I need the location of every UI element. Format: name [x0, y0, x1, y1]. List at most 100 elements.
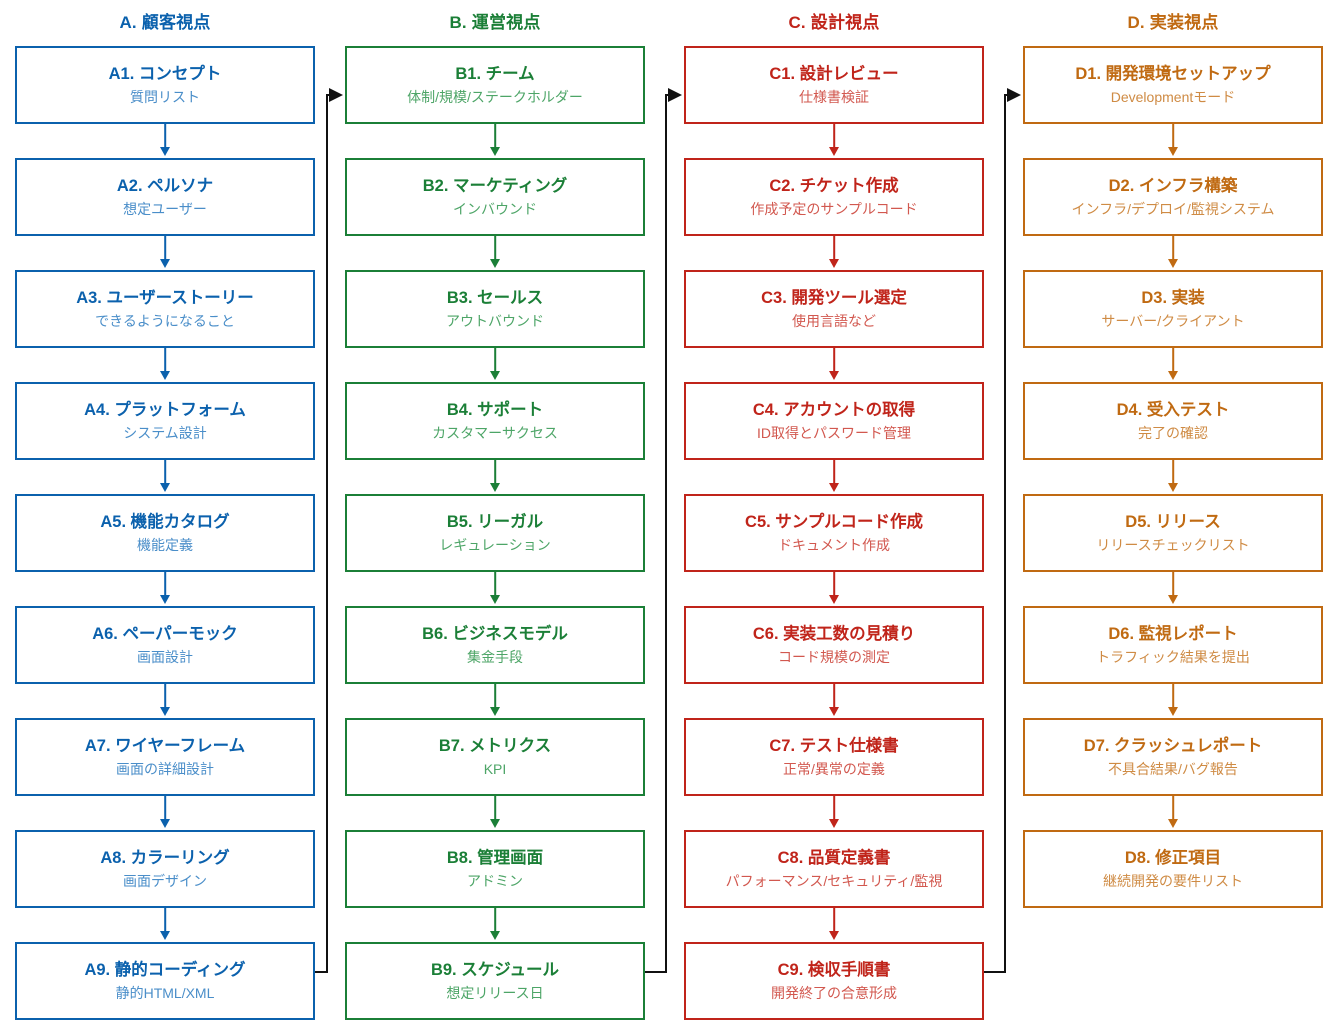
node-subtitle: リリースチェックリスト	[1096, 536, 1250, 553]
process-node-c8[interactable]: C8. 品質定義書パフォーマンス/セキュリティ/監視	[684, 830, 984, 908]
process-node-b1[interactable]: B1. チーム体制/規模/ステークホルダー	[345, 46, 645, 124]
arrow-down-icon	[1023, 684, 1323, 718]
process-node-d6[interactable]: D6. 監視レポートトラフィック結果を提出	[1023, 606, 1323, 684]
arrow-head	[490, 819, 500, 828]
process-node-a6[interactable]: A6. ペーパーモック画面設計	[15, 606, 315, 684]
arrow-shaft	[1172, 796, 1174, 821]
arrow-down-icon	[15, 572, 315, 606]
arrow-down-icon	[345, 572, 645, 606]
process-node-a2[interactable]: A2. ペルソナ想定ユーザー	[15, 158, 315, 236]
process-node-a7[interactable]: A7. ワイヤーフレーム画面の詳細設計	[15, 718, 315, 796]
node-subtitle: KPI	[483, 760, 507, 777]
arrow-down-icon	[1023, 572, 1323, 606]
node-title: D4. 受入テスト	[1116, 401, 1230, 420]
node-subtitle: 体制/規模/ステークホルダー	[407, 88, 583, 105]
process-node-d5[interactable]: D5. リリースリリースチェックリスト	[1023, 494, 1323, 572]
process-node-c3[interactable]: C3. 開発ツール選定使用言語など	[684, 270, 984, 348]
arrow-down-icon	[684, 572, 984, 606]
process-node-b3[interactable]: B3. セールスアウトバウンド	[345, 270, 645, 348]
arrow-head	[490, 595, 500, 604]
node-subtitle: インバウンド	[453, 200, 537, 217]
node-subtitle: カスタマーサクセス	[432, 424, 558, 441]
node-title: A6. ペーパーモック	[92, 625, 238, 644]
node-title: C9. 検収手順書	[777, 961, 891, 980]
node-title: C1. 設計レビュー	[769, 65, 899, 84]
process-node-b8[interactable]: B8. 管理画面アドミン	[345, 830, 645, 908]
process-node-c2[interactable]: C2. チケット作成作成予定のサンプルコード	[684, 158, 984, 236]
arrow-down-icon	[1023, 460, 1323, 494]
node-subtitle: ID取得とパスワード管理	[757, 424, 911, 441]
node-subtitle: インフラ/デプロイ/監視システム	[1071, 200, 1275, 217]
process-node-d4[interactable]: D4. 受入テスト完了の確認	[1023, 382, 1323, 460]
arrow-shaft	[164, 348, 166, 373]
process-node-c7[interactable]: C7. テスト仕様書正常/異常の定義	[684, 718, 984, 796]
node-subtitle: 使用言語など	[792, 312, 876, 329]
process-node-d2[interactable]: D2. インフラ構築インフラ/デプロイ/監視システム	[1023, 158, 1323, 236]
node-title: A7. ワイヤーフレーム	[84, 737, 246, 756]
node-subtitle: 想定ユーザー	[123, 200, 207, 217]
process-node-a1[interactable]: A1. コンセプト質問リスト	[15, 46, 315, 124]
process-node-b9[interactable]: B9. スケジュール想定リリース日	[345, 942, 645, 1020]
process-node-b4[interactable]: B4. サポートカスタマーサクセス	[345, 382, 645, 460]
node-subtitle: 仕様書検証	[799, 88, 869, 105]
node-title: C8. 品質定義書	[777, 849, 891, 868]
arrow-shaft	[164, 236, 166, 261]
process-node-a8[interactable]: A8. カラーリング画面デザイン	[15, 830, 315, 908]
node-title: A1. コンセプト	[108, 65, 222, 84]
process-node-b6[interactable]: B6. ビジネスモデル集金手段	[345, 606, 645, 684]
arrow-head	[160, 259, 170, 268]
node-title: D5. リリース	[1125, 513, 1221, 532]
arrow-shaft	[833, 908, 835, 933]
arrow-shaft	[494, 236, 496, 261]
node-title: A8. カラーリング	[100, 849, 230, 868]
arrow-down-icon	[684, 684, 984, 718]
arrow-shaft	[164, 124, 166, 149]
arrow-head	[829, 707, 839, 716]
arrow-down-icon	[15, 124, 315, 158]
arrow-shaft	[494, 796, 496, 821]
node-subtitle: ドキュメント作成	[778, 536, 890, 553]
arrow-down-icon	[684, 236, 984, 270]
process-node-c6[interactable]: C6. 実装工数の見積りコード規模の測定	[684, 606, 984, 684]
node-title: B4. サポート	[446, 401, 544, 420]
node-subtitle: システム設計	[123, 424, 207, 441]
process-node-c1[interactable]: C1. 設計レビュー仕様書検証	[684, 46, 984, 124]
node-title: A4. プラットフォーム	[84, 401, 246, 420]
node-subtitle: パフォーマンス/セキュリティ/監視	[725, 872, 943, 889]
arrow-shaft	[1172, 684, 1174, 709]
column-b-nodes: B1. チーム体制/規模/ステークホルダー B2. マーケティングインバウンド B3…	[330, 46, 660, 1020]
arrow-down-icon	[684, 796, 984, 830]
node-title: D1. 開発環境セットアップ	[1075, 65, 1271, 84]
process-node-a4[interactable]: A4. プラットフォームシステム設計	[15, 382, 315, 460]
arrow-shaft	[1172, 572, 1174, 597]
process-node-c5[interactable]: C5. サンプルコード作成ドキュメント作成	[684, 494, 984, 572]
process-node-d3[interactable]: D3. 実装サーバー/クライアント	[1023, 270, 1323, 348]
process-node-a5[interactable]: A5. 機能カタログ機能定義	[15, 494, 315, 572]
arrow-shaft	[833, 796, 835, 821]
process-node-a9[interactable]: A9. 静的コーディング静的HTML/XML	[15, 942, 315, 1020]
node-title: B2. マーケティング	[422, 177, 568, 196]
process-node-d8[interactable]: D8. 修正項目継続開発の要件リスト	[1023, 830, 1323, 908]
arrow-head	[160, 595, 170, 604]
node-subtitle: 開発終了の合意形成	[771, 984, 897, 1001]
column-c-nodes: C1. 設計レビュー仕様書検証 C2. チケット作成作成予定のサンプルコード C3.…	[669, 46, 999, 1020]
node-title: D7. クラッシュレポート	[1083, 737, 1263, 756]
arrow-head	[160, 707, 170, 716]
process-node-b5[interactable]: B5. リーガルレギュレーション	[345, 494, 645, 572]
arrow-head	[1168, 707, 1178, 716]
arrow-down-icon	[15, 796, 315, 830]
process-node-a3[interactable]: A3. ユーザーストーリーできるようになること	[15, 270, 315, 348]
arrow-head	[829, 819, 839, 828]
process-node-d7[interactable]: D7. クラッシュレポート不具合結果/バグ報告	[1023, 718, 1323, 796]
column-c-header: C. 設計視点	[788, 13, 880, 32]
node-title: C7. テスト仕様書	[769, 737, 899, 756]
process-node-b2[interactable]: B2. マーケティングインバウンド	[345, 158, 645, 236]
arrow-head	[829, 595, 839, 604]
node-title: A5. 機能カタログ	[100, 513, 230, 532]
process-node-c9[interactable]: C9. 検収手順書開発終了の合意形成	[684, 942, 984, 1020]
